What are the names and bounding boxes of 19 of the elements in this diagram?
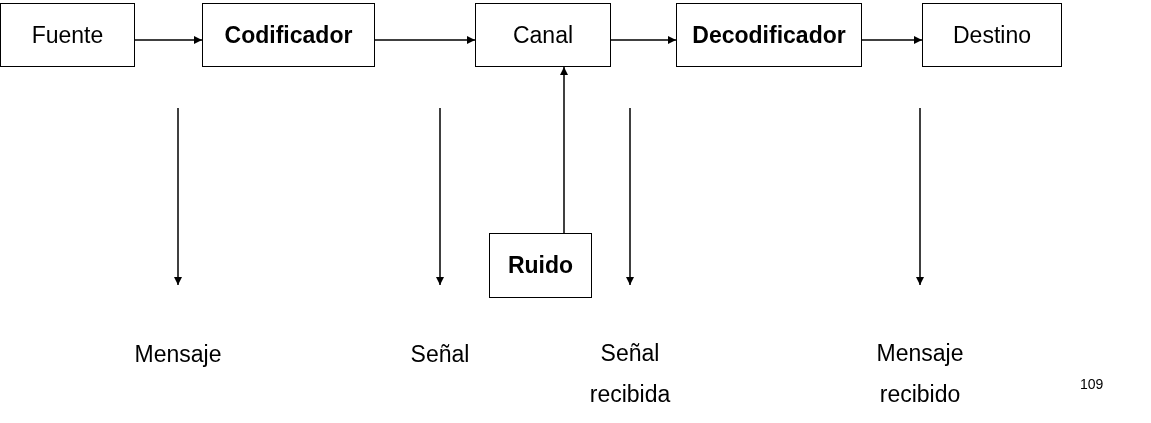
- arrow: [861, 36, 923, 44]
- text-label: Mensaje recibido: [855, 285, 985, 415]
- process-box: Fuente: [0, 3, 135, 67]
- process-box: Ruido: [489, 233, 592, 298]
- arrow: [436, 107, 444, 286]
- arrow: [174, 107, 182, 286]
- arrow: [560, 66, 568, 234]
- arrow: [134, 36, 203, 44]
- arrow: [610, 36, 677, 44]
- process-box: Destino: [922, 3, 1062, 67]
- arrow: [374, 36, 476, 44]
- process-box: Codificador: [202, 3, 375, 67]
- process-box: Canal: [475, 3, 611, 67]
- text-label: Mensaje: [128, 285, 228, 375]
- text-label: Señal: [390, 285, 490, 375]
- arrow: [916, 107, 924, 286]
- page-number: 109: [1080, 376, 1104, 392]
- process-box: Decodificador: [676, 3, 862, 67]
- arrow: [626, 107, 634, 286]
